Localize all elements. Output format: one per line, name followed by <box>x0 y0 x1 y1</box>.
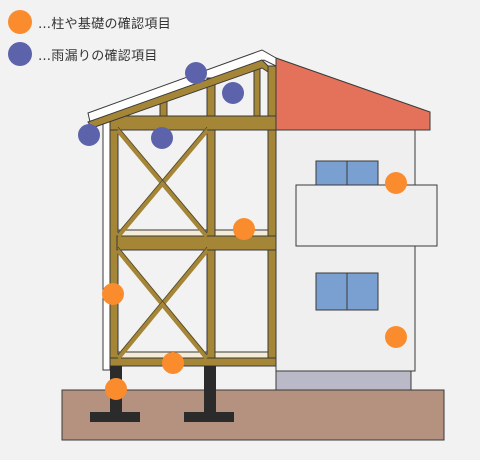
blue-marker-icon <box>8 42 32 66</box>
structure-marker <box>385 172 407 194</box>
building-base <box>275 369 412 391</box>
orange-marker-icon <box>8 10 32 34</box>
roof-fascia <box>87 49 277 123</box>
legend-item-leak: …雨漏りの確認項目 <box>8 40 171 68</box>
lower-window <box>315 272 379 311</box>
leak-marker <box>222 82 244 104</box>
leak-marker <box>78 124 100 146</box>
red-roof <box>275 57 431 131</box>
cross-bracing-outline <box>117 126 208 356</box>
structure-marker <box>385 326 407 348</box>
structure-marker <box>105 378 127 400</box>
legend-label-leak: …雨漏りの確認項目 <box>38 48 158 64</box>
leak-marker <box>151 127 173 149</box>
structure-markers <box>102 172 407 400</box>
cross-bracing <box>116 128 209 360</box>
structure-marker <box>102 283 124 305</box>
legend-label-structure: …柱や基礎の確認項目 <box>38 16 172 32</box>
leak-marker <box>185 62 207 84</box>
structure-marker <box>162 352 184 374</box>
center-foundation <box>184 366 234 422</box>
balcony <box>295 184 438 247</box>
legend: …柱や基礎の確認項目 …雨漏りの確認項目 <box>8 8 171 72</box>
legend-item-structure: …柱や基礎の確認項目 <box>8 8 171 36</box>
structure-marker <box>233 218 255 240</box>
ground-floor-slab <box>116 351 277 359</box>
timber-frame <box>87 59 277 371</box>
leak-markers <box>78 62 244 149</box>
